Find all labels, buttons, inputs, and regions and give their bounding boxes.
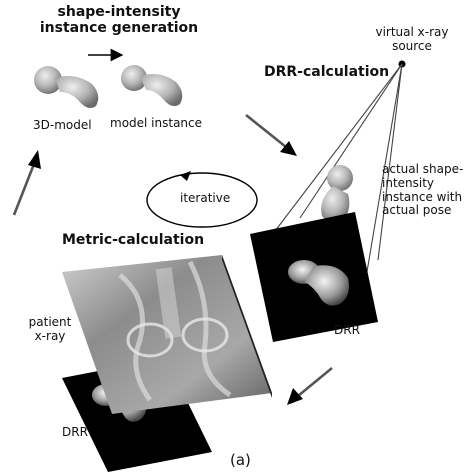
label-patient-xray: patient x-ray bbox=[28, 315, 72, 343]
femur-model-instance bbox=[121, 65, 183, 107]
label-model-instance: model instance bbox=[110, 116, 203, 130]
label-actual-instance: actual shape- intensity instance with ac… bbox=[382, 162, 464, 218]
flow-arrow-to-metric bbox=[297, 366, 333, 398]
iterative-loop-arrowhead bbox=[180, 171, 191, 181]
iterative-loop bbox=[146, 172, 258, 228]
flow-arrow-to-drr-head bbox=[280, 141, 297, 156]
figure-caption: (a) bbox=[230, 451, 251, 469]
heading-metric-calculation: Metric-calculation bbox=[62, 232, 205, 248]
label-3d-model: 3D-model bbox=[33, 118, 92, 132]
label-drr-left: DRR bbox=[62, 425, 88, 439]
label-iterative: iterative bbox=[180, 191, 231, 205]
flow-arrow-to-drr bbox=[245, 113, 287, 149]
label-virtual-xray-source: virtual x-ray source bbox=[375, 25, 449, 53]
heading-drr-calculation: DRR-calculation bbox=[264, 64, 390, 80]
heading-instance-generation: shape-intensity instance generation bbox=[39, 4, 199, 37]
flow-arrow-to-generation-head bbox=[28, 150, 41, 169]
label-drr-right: DRR bbox=[334, 323, 360, 337]
femur-actual-pose bbox=[321, 165, 353, 223]
flow-arrow-to-metric-head bbox=[287, 388, 303, 405]
flow-arrow-to-generation bbox=[12, 163, 36, 216]
femur-3d-model bbox=[34, 66, 99, 108]
drr-femur-right bbox=[288, 260, 349, 306]
patient-xray-plane bbox=[62, 255, 272, 414]
